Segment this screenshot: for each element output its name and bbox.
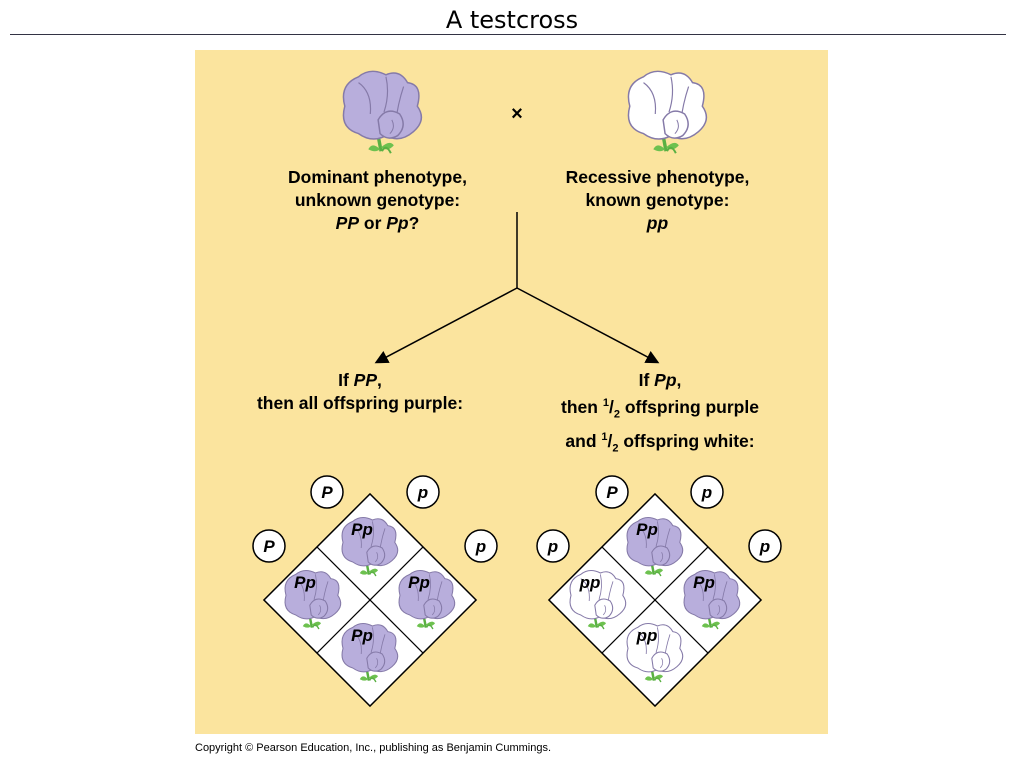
page-title: A testcross (445, 6, 579, 34)
genotype-label: Pp (636, 520, 658, 539)
genotype-label: Pp (351, 520, 373, 539)
genotype-label: Pp (693, 573, 715, 592)
purple-flower-icon (341, 69, 424, 155)
genotype-label: pp (636, 626, 658, 645)
gamete-side-circle (464, 529, 498, 563)
arrow-icon (516, 287, 660, 364)
gamete-top-label: P (606, 483, 618, 502)
gamete-side-label: P (263, 537, 275, 556)
gamete-side-circle (748, 529, 782, 563)
gamete-side-label: p (475, 537, 486, 556)
cross-symbol: × (511, 103, 523, 125)
title-divider (10, 34, 1006, 35)
gamete-top-label: p (701, 483, 712, 502)
white-flower-icon (626, 69, 709, 155)
gamete-top-circle (595, 475, 629, 509)
punnett-square-left (262, 492, 478, 708)
recessive-parent-label: Recessive phenotype, known genotype: pp (565, 167, 750, 233)
gamete-side-circle (252, 529, 286, 563)
punnett-square-right (547, 492, 763, 708)
outcome-right-label: If Pp, then 1/2 offspring purple and 1/2… (561, 370, 759, 455)
copyright-notice: Copyright © Pearson Education, Inc., pub… (195, 742, 552, 754)
dominant-parent-label: Dominant phenotype, unknown genotype: PP… (288, 167, 467, 233)
gamete-top-circle (406, 475, 440, 509)
gamete-side-circle (536, 529, 570, 563)
genotype-label: pp (579, 573, 601, 592)
outcome-left-label: If PP, then all offspring purple: (256, 370, 464, 413)
genotype-label: Pp (351, 626, 373, 645)
gamete-side-label: p (759, 537, 770, 556)
genotype-label: Pp (408, 573, 430, 592)
genotype-label: Pp (294, 573, 316, 592)
gamete-top-label: P (321, 483, 333, 502)
gamete-side-label: p (547, 537, 558, 556)
gamete-top-label: p (417, 483, 428, 502)
gamete-top-circle (690, 475, 724, 509)
arrow-icon (374, 287, 518, 364)
gamete-top-circle (310, 475, 344, 509)
